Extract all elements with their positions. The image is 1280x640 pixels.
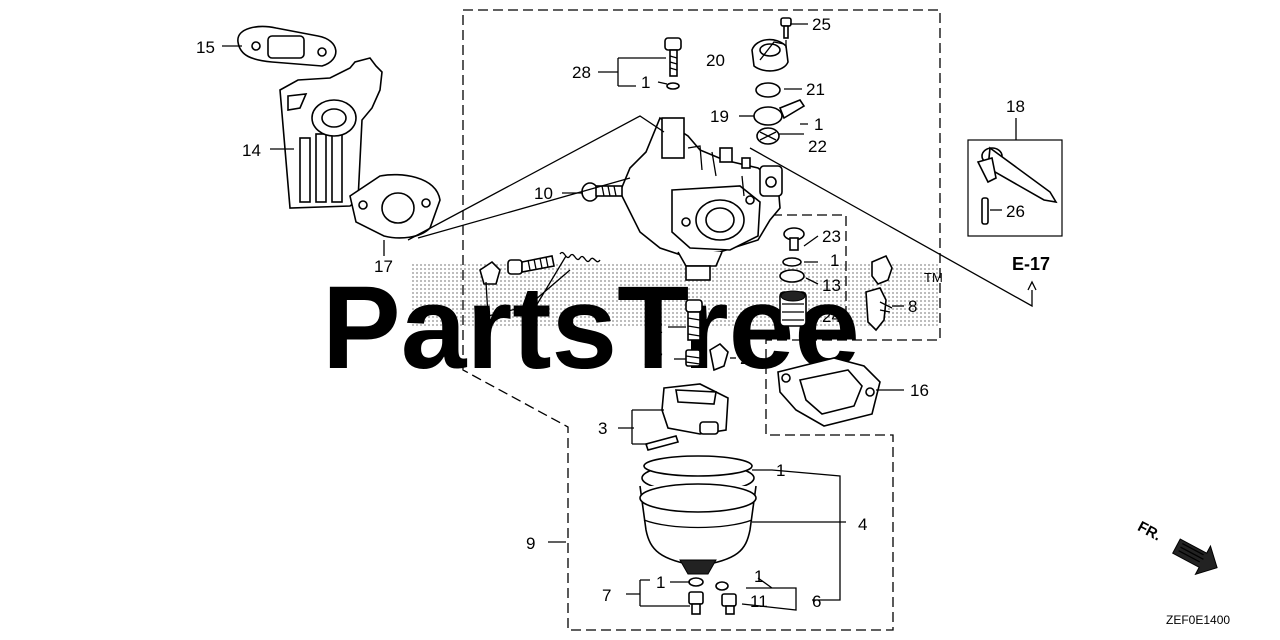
callout-23[interactable]: 23 — [822, 227, 841, 246]
callout-25[interactable]: 25 — [812, 15, 831, 34]
part-12-jet-holder[interactable] — [685, 299, 703, 341]
leader-lines — [222, 23, 1037, 611]
part-25-screw[interactable] — [780, 17, 792, 39]
callout-20[interactable]: 20 — [706, 51, 725, 70]
watermark-logo: PartsTree — [322, 262, 860, 394]
part-4-float-chamber[interactable] — [639, 463, 757, 575]
part-1-bowl-oring[interactable] — [643, 455, 753, 477]
callout-11[interactable]: 11 — [750, 592, 768, 611]
part-26-pin[interactable] — [981, 197, 989, 225]
carburetor-body[interactable] — [619, 116, 783, 281]
part-21-washer[interactable] — [755, 82, 781, 98]
callout-28[interactable]: 28 — [572, 63, 591, 82]
part-23-plug[interactable] — [783, 227, 805, 251]
sub-assembly-frame-float — [772, 214, 847, 338]
part-27-main-jet[interactable] — [685, 349, 701, 367]
callout-14[interactable]: 14 — [242, 141, 261, 160]
part-8-drain-valve[interactable] — [865, 254, 893, 332]
callout-17[interactable]: 17 — [374, 257, 393, 276]
callout-1-washer6[interactable]: 1 — [754, 567, 763, 586]
assembly-frame — [462, 9, 941, 631]
part-1-washer-6[interactable] — [715, 581, 729, 591]
float-pin[interactable] — [644, 435, 680, 451]
callout-24[interactable]: 24 — [822, 307, 841, 326]
callout-6[interactable]: 6 — [812, 592, 821, 611]
callout-26[interactable]: 26 — [1006, 202, 1025, 221]
callout-22[interactable]: 22 — [808, 137, 827, 156]
callout-1-mid[interactable]: 1 — [830, 251, 839, 270]
callout-18[interactable]: 18 — [1006, 97, 1025, 116]
callout-19[interactable]: 19 — [710, 107, 729, 126]
callout-4[interactable]: 4 — [858, 515, 867, 534]
callout-1-bowl[interactable]: 1 — [776, 461, 785, 480]
callout-1-top[interactable]: 1 — [641, 73, 650, 92]
callout-15[interactable]: 15 — [196, 38, 215, 57]
front-direction-arrow — [1172, 538, 1218, 576]
callout-12[interactable]: 12 — [644, 318, 663, 337]
part-15-gasket[interactable] — [237, 25, 337, 67]
part-3-float[interactable] — [661, 383, 729, 435]
callout-27[interactable]: 27 — [644, 350, 663, 369]
callout-1-lever[interactable]: 1 — [814, 115, 823, 134]
callout-21[interactable]: 21 — [806, 80, 825, 99]
part-1-oring-mid[interactable] — [782, 257, 802, 267]
callout-3[interactable]: 3 — [598, 419, 607, 438]
part-24-filter[interactable] — [779, 290, 807, 327]
part-5-pilot-screw[interactable] — [479, 251, 601, 285]
front-direction-label: FR. — [1135, 518, 1164, 544]
part-2-float-needle[interactable] — [709, 342, 729, 372]
reference-e17[interactable]: E-17 — [1012, 254, 1050, 274]
callout-8[interactable]: 8 — [908, 297, 917, 316]
part-1-oring-top[interactable] — [666, 82, 680, 90]
callout-10[interactable]: 10 — [534, 184, 553, 203]
part-1-washer-7[interactable] — [688, 577, 704, 587]
watermark-trademark: TM — [924, 270, 943, 285]
part-22-spring[interactable] — [756, 127, 780, 145]
part-14-bracket[interactable] — [279, 57, 383, 209]
sub-assembly-frame-18 — [967, 139, 1063, 237]
part-28-screw[interactable] — [664, 37, 682, 77]
callout-2[interactable]: 2 — [740, 349, 749, 368]
part-13-washer[interactable] — [779, 269, 805, 283]
callout-13[interactable]: 13 — [822, 276, 841, 295]
part-19-lever[interactable] — [753, 99, 806, 126]
part-16-gasket[interactable] — [777, 357, 881, 427]
callout-16[interactable]: 16 — [910, 381, 929, 400]
callout-7[interactable]: 7 — [602, 586, 611, 605]
callout-1-washer7[interactable]: 1 — [656, 573, 665, 592]
part-11-screw[interactable] — [721, 593, 737, 615]
callout-9[interactable]: 9 — [526, 534, 535, 553]
callout-5[interactable]: 5 — [526, 323, 535, 342]
part-7-drain-bolt[interactable] — [688, 591, 704, 615]
part-18-choke-lever[interactable] — [976, 146, 1058, 204]
diagram-code: ZEF0E1400 — [1166, 613, 1230, 627]
part-17-gasket[interactable] — [349, 173, 441, 239]
